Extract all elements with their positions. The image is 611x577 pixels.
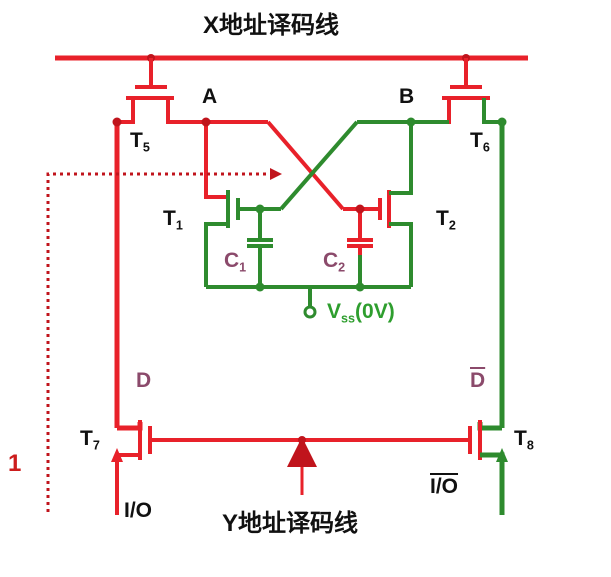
y-address-line-label: Y地址译码线 xyxy=(222,510,359,537)
c2-label: C2 xyxy=(323,249,346,275)
y-line-junction xyxy=(298,436,306,444)
x-address-line-label: X地址译码线 xyxy=(203,12,340,39)
node-a-wiring xyxy=(204,120,380,255)
t6-label: T6 xyxy=(470,129,490,155)
d-bar-label: D xyxy=(470,369,486,392)
t5-label: T5 xyxy=(130,129,150,155)
t2-gate-junction xyxy=(355,204,365,214)
c2-ground-junction xyxy=(355,282,365,292)
vss-terminal xyxy=(303,305,317,319)
io-arrow-right xyxy=(496,448,508,462)
vss-label: Vss(0V) xyxy=(327,300,395,326)
d-label: D xyxy=(136,369,152,392)
node-b-wiring xyxy=(238,120,449,211)
transistor-t5 xyxy=(117,58,206,124)
transistor-t8 xyxy=(468,420,482,460)
node-a-junction xyxy=(201,117,211,127)
state-value-label: 1 xyxy=(8,450,22,477)
state-dotted-path xyxy=(46,172,270,512)
t2-label: T2 xyxy=(436,207,456,233)
node-b-junction xyxy=(406,117,416,127)
t8-source xyxy=(480,452,505,515)
io-label: I/O xyxy=(124,499,153,522)
t1-label: T1 xyxy=(163,207,183,233)
node-a-label: A xyxy=(202,85,218,108)
transistor-t6 xyxy=(411,58,502,124)
node-b-label: B xyxy=(399,85,415,108)
io-arrow-left xyxy=(111,448,123,462)
c1-ground-junction xyxy=(255,282,265,292)
io-bar-label: I/O xyxy=(430,475,459,498)
bit-line-d-junction xyxy=(112,117,122,127)
t8-label: T8 xyxy=(514,427,534,453)
bit-line-d-bar-junction xyxy=(497,117,507,127)
t7-label: T7 xyxy=(80,427,100,453)
vss-bus xyxy=(206,255,411,306)
transistor-t2 xyxy=(378,122,413,287)
c1-label: C1 xyxy=(224,249,247,275)
transistor-t1 xyxy=(204,190,273,287)
state-arrow-head xyxy=(270,168,282,180)
